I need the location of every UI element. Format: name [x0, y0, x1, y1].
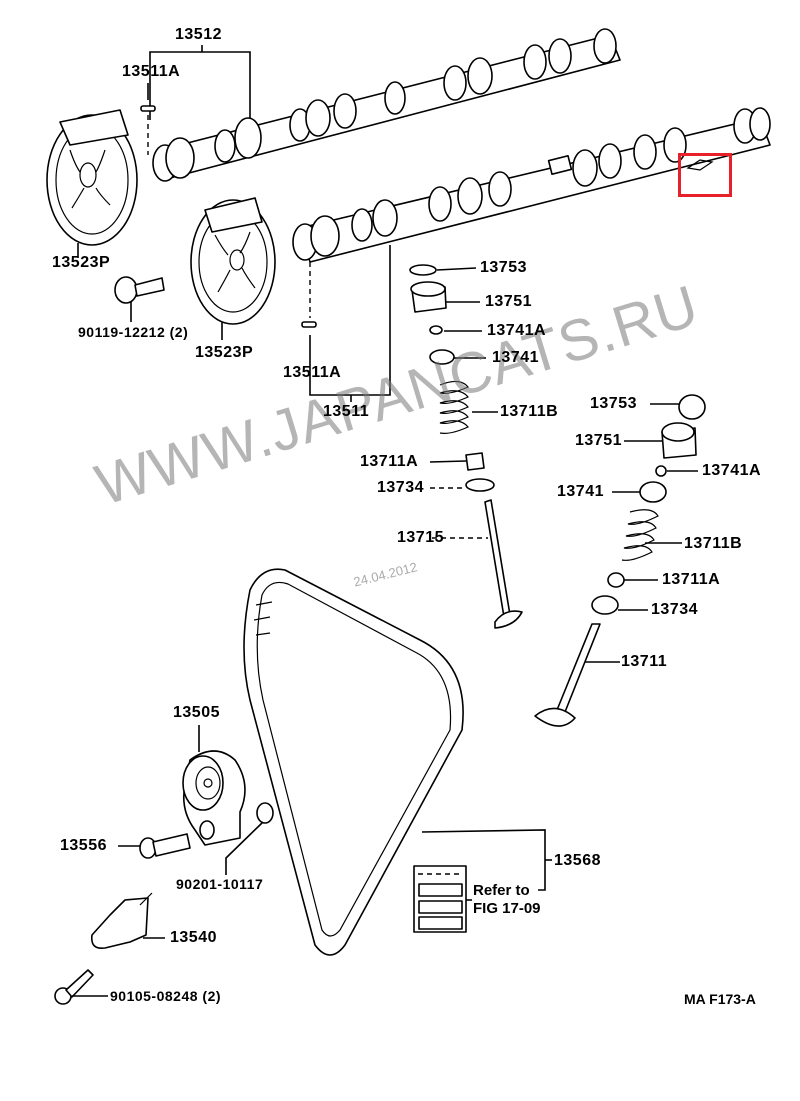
label-gear-left[interactable]: 13523P: [52, 254, 111, 271]
tensioner-bolt: [54, 969, 94, 1005]
label-lifter-right[interactable]: 13751: [575, 432, 622, 449]
label-camshaft-upper[interactable]: 13512: [175, 26, 222, 43]
highlight-box: [678, 153, 732, 197]
bolt-90119: [114, 276, 165, 304]
label-tensioner[interactable]: 13540: [170, 929, 217, 946]
belt-reference-illustration: [413, 865, 472, 933]
label-valve-intake[interactable]: 13711: [621, 653, 668, 670]
label-gear-right[interactable]: 13523P: [195, 344, 254, 361]
label-lifter-left[interactable]: 13751: [485, 293, 532, 310]
label-keeper-left[interactable]: 13741A: [487, 322, 547, 339]
reference-line-2: FIG 17-09: [473, 900, 541, 917]
label-timing-belt[interactable]: 13568: [554, 852, 601, 869]
label-washer[interactable]: 90201-10117: [176, 876, 264, 892]
valve-stack-right: [534, 394, 706, 727]
valve-stack-left: [409, 264, 523, 629]
camshaft-upper: [152, 28, 621, 182]
pulley-bolt: [139, 833, 191, 859]
label-shim-left[interactable]: 13753: [480, 259, 527, 276]
label-seat-right[interactable]: 13734: [651, 601, 698, 618]
label-seal-left[interactable]: 13711A: [360, 453, 419, 470]
camshaft-lower: [292, 107, 771, 263]
label-spring-right[interactable]: 13711B: [684, 535, 743, 552]
label-keeper-right[interactable]: 13741A: [702, 462, 762, 479]
figure-code: MA F173-A: [684, 991, 756, 1007]
label-seal-right[interactable]: 13711A: [662, 571, 721, 588]
tensioner: [90, 892, 153, 950]
leader-13512: [149, 51, 251, 120]
label-idler-pulley[interactable]: 13505: [173, 704, 220, 721]
label-retainer-right[interactable]: 13741: [557, 483, 604, 500]
cam-gear-right: [190, 197, 276, 325]
reference-note: Refer to FIG 17-09: [473, 882, 541, 918]
label-retainer-left[interactable]: 13741: [492, 349, 539, 366]
label-camshaft-lower[interactable]: 13511: [323, 403, 370, 420]
idler-pulley: [182, 750, 246, 846]
label-seat-left[interactable]: 13734: [377, 479, 424, 496]
label-bolt-gear[interactable]: 90119-12212 (2): [78, 324, 189, 340]
label-camshaft-upper-pin[interactable]: 13511A: [122, 63, 181, 80]
label-pulley-bolt[interactable]: 13556: [60, 837, 107, 854]
timing-belt: [243, 568, 464, 956]
label-tensioner-bolt[interactable]: 90105-08248 (2): [110, 988, 222, 1004]
label-valve-exhaust[interactable]: 13715: [397, 529, 444, 546]
label-shim-right[interactable]: 13753: [590, 395, 637, 412]
reference-line-1: Refer to: [473, 882, 530, 899]
label-spring-left[interactable]: 13711B: [500, 403, 559, 420]
washer-90201: [256, 802, 274, 824]
label-camshaft-lower-pin[interactable]: 13511A: [283, 364, 342, 381]
cam-gear-left: [46, 109, 138, 246]
